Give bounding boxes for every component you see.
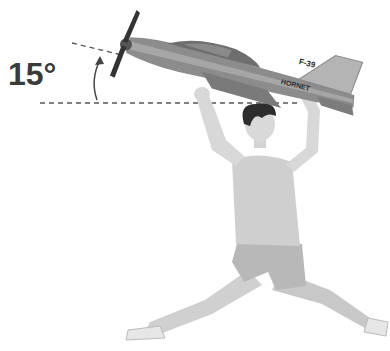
plane-axis-line [72, 43, 122, 55]
runner-figure [126, 86, 388, 340]
angle-arc [94, 60, 100, 100]
decal-text: F-39 [298, 58, 316, 70]
angle-arrowhead [95, 56, 104, 65]
rc-plane [110, 4, 367, 136]
angle-label: 15° [8, 58, 56, 90]
